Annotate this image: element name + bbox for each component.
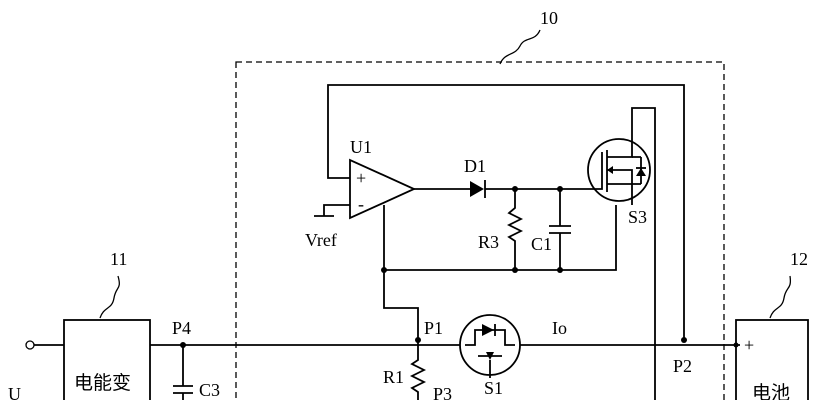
capacitor-c1 <box>549 189 571 270</box>
input-terminal <box>25 340 35 350</box>
mosfet-s3 <box>587 138 651 205</box>
battery-box-12 <box>735 319 809 400</box>
input-u-label: U <box>8 384 21 400</box>
s1-label: S1 <box>484 378 503 398</box>
p3-label: P3 <box>433 384 452 400</box>
mosfet-symbol <box>587 138 651 202</box>
s3-drain-wire <box>631 107 656 400</box>
opamp-supply-wire <box>383 205 419 340</box>
module-10-leader <box>499 29 541 65</box>
junction-battery <box>733 342 739 348</box>
r3-label: R3 <box>478 232 499 252</box>
junction-c1-bottom <box>557 267 563 273</box>
module-10-label: 10 <box>540 8 558 28</box>
d1-label: D1 <box>464 156 486 176</box>
vref-wire <box>323 204 350 216</box>
battery-label: 电池 <box>752 382 790 400</box>
c3-label: C3 <box>199 380 220 400</box>
module-11-label: 11 <box>110 249 127 269</box>
opamp-plus: + <box>356 168 366 188</box>
capacitor-c3 <box>173 345 193 400</box>
r1-label: R1 <box>383 367 404 387</box>
u1-label: U1 <box>350 137 372 157</box>
feedback-wire <box>327 84 685 340</box>
junction-r3-bottom <box>512 267 518 273</box>
diode-d1 <box>470 180 486 198</box>
battery-plus-label: + <box>744 335 754 355</box>
p2-label: P2 <box>673 356 692 376</box>
module-12-leader <box>769 275 792 319</box>
resistor-r3 <box>506 189 524 270</box>
converter-label: 电能变 <box>74 372 131 394</box>
module-12-label: 12 <box>790 249 808 269</box>
s3-label: S3 <box>628 207 647 227</box>
junction-p2 <box>681 337 687 343</box>
io-label: Io <box>552 318 567 338</box>
module-11-leader <box>99 275 120 319</box>
opamp-minus: - <box>358 194 364 214</box>
resistor-r1 <box>409 340 427 400</box>
module-10-boundary <box>235 61 725 400</box>
source-return-wire <box>384 205 617 271</box>
p4-label: P4 <box>172 318 191 338</box>
converter-box-11 <box>63 319 151 400</box>
opamp-u1: + - U1 <box>349 137 417 220</box>
diode-symbol <box>470 181 484 197</box>
vref-label: Vref <box>305 230 337 250</box>
mosfet-s1 <box>459 314 521 378</box>
p1-label: P1 <box>424 318 443 338</box>
c1-label: C1 <box>531 234 552 254</box>
opamp-symbol <box>349 158 417 220</box>
